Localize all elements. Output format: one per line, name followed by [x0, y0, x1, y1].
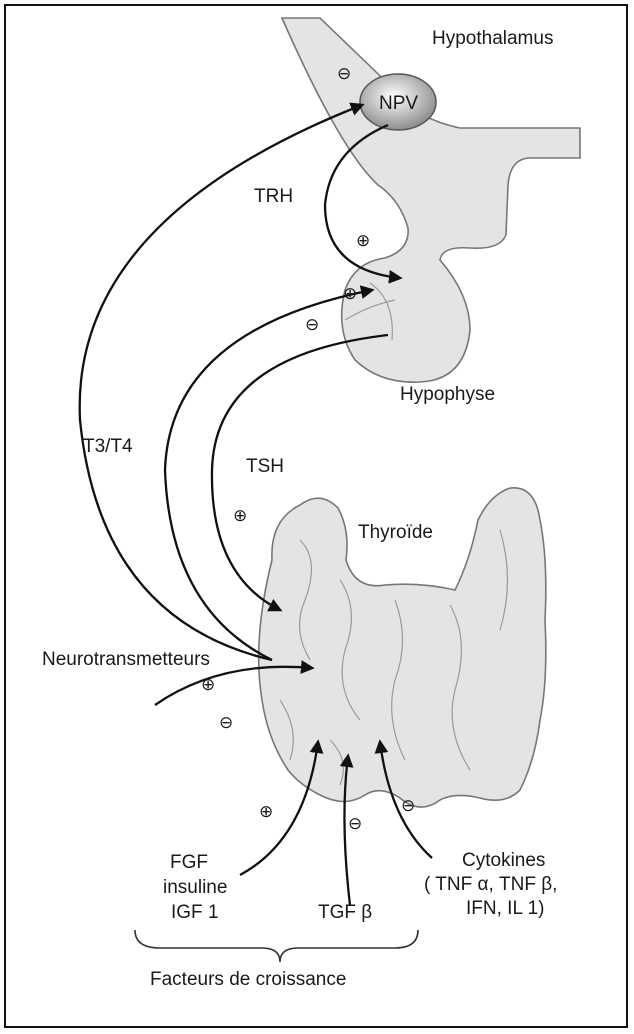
label-t3t4: T3/T4: [83, 436, 133, 457]
label-cytokines: Cytokines: [462, 850, 545, 871]
label-tsh: TSH: [246, 456, 284, 477]
label-tgf: TGF β: [318, 902, 372, 923]
plus-sign-fgf: ⊕: [259, 802, 273, 822]
label-neurotransmetteurs: Neurotransmetteurs: [42, 649, 210, 670]
minus-sign-tgf: ⊖: [348, 814, 362, 834]
minus-sign-hypophyse: ⊖: [305, 315, 319, 335]
label-cytokines-list2: IFN, IL 1): [466, 898, 544, 919]
label-trh: TRH: [254, 186, 293, 207]
plus-sign-tsh: ⊕: [233, 506, 247, 526]
plus-sign-neuro: ⊕: [201, 675, 215, 695]
label-igf1: IGF 1: [171, 902, 219, 923]
label-thyroide: Thyroïde: [358, 522, 433, 543]
minus-sign-neuro: ⊖: [219, 713, 233, 733]
label-facteurs: Facteurs de croissance: [150, 969, 346, 990]
label-fgf: FGF: [170, 852, 208, 873]
plus-sign-hypophyse: ⊕: [343, 284, 357, 304]
label-npv: NPV: [379, 93, 418, 114]
minus-sign-cytokines: ⊖: [401, 796, 415, 816]
label-cytokines-list1: ( TNF α, TNF β,: [424, 874, 557, 895]
label-hypophyse: Hypophyse: [400, 384, 495, 405]
minus-sign-npv: ⊖: [337, 64, 351, 84]
label-hypothalamus: Hypothalamus: [432, 28, 553, 49]
label-insuline: insuline: [163, 877, 227, 898]
plus-sign-trh: ⊕: [356, 231, 370, 251]
facteurs-brace: [135, 930, 418, 962]
